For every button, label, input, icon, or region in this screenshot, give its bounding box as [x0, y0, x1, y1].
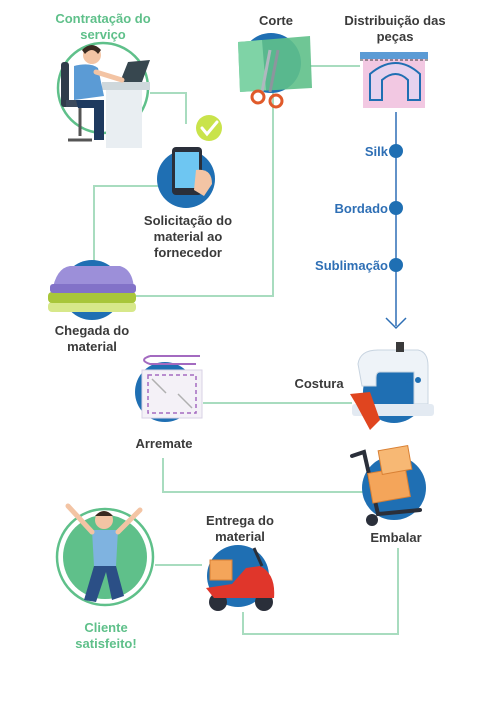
smartphone-icon [157, 115, 222, 208]
fabric-stack-icon [48, 260, 136, 320]
label-sublimacao: Sublimação [315, 258, 388, 273]
label-arremate: Arremate [135, 436, 193, 451]
label-silk: Silk [364, 144, 388, 159]
line-arremate-embalar [162, 458, 366, 493]
label-distribuicao: Distribuição das peças [344, 13, 446, 44]
happy-customer-icon [55, 503, 155, 607]
line-entrega-embalar [242, 548, 399, 635]
label-costura: Costura [294, 376, 344, 391]
arrow-down-icon [385, 317, 407, 330]
pattern-pieces-icon [360, 52, 428, 108]
hemmed-fabric-icon [135, 355, 203, 422]
label-corte: Corte [259, 13, 293, 28]
label-bordado: Bordado [334, 201, 388, 216]
check-badge-icon [196, 115, 222, 141]
label-contratacao: Contratação do serviço [55, 11, 151, 42]
silk-dot [389, 144, 403, 158]
sewing-machine-icon [350, 342, 434, 430]
label-cliente: Cliente satisfeito! [75, 620, 137, 651]
label-entrega: Entrega do material [206, 513, 274, 544]
line-solicitacao-chegada [93, 185, 160, 262]
worker-at-desk-icon [56, 41, 150, 148]
bordado-dot [389, 201, 403, 215]
connector-lines [93, 65, 399, 635]
label-chegada: Chegada do material [54, 323, 130, 354]
hand-truck-boxes-icon [350, 444, 426, 526]
sublimacao-dot [389, 258, 403, 272]
scissors-icon [238, 33, 312, 109]
delivery-scooter-icon [206, 545, 275, 611]
label-solicitacao: Solicitação do material ao fornecedor [143, 213, 233, 260]
dyeing-flow [385, 112, 407, 330]
line-contratacao-solicitacao [150, 92, 187, 124]
label-embalar: Embalar [370, 530, 422, 545]
line-chegada-corte [136, 78, 274, 297]
